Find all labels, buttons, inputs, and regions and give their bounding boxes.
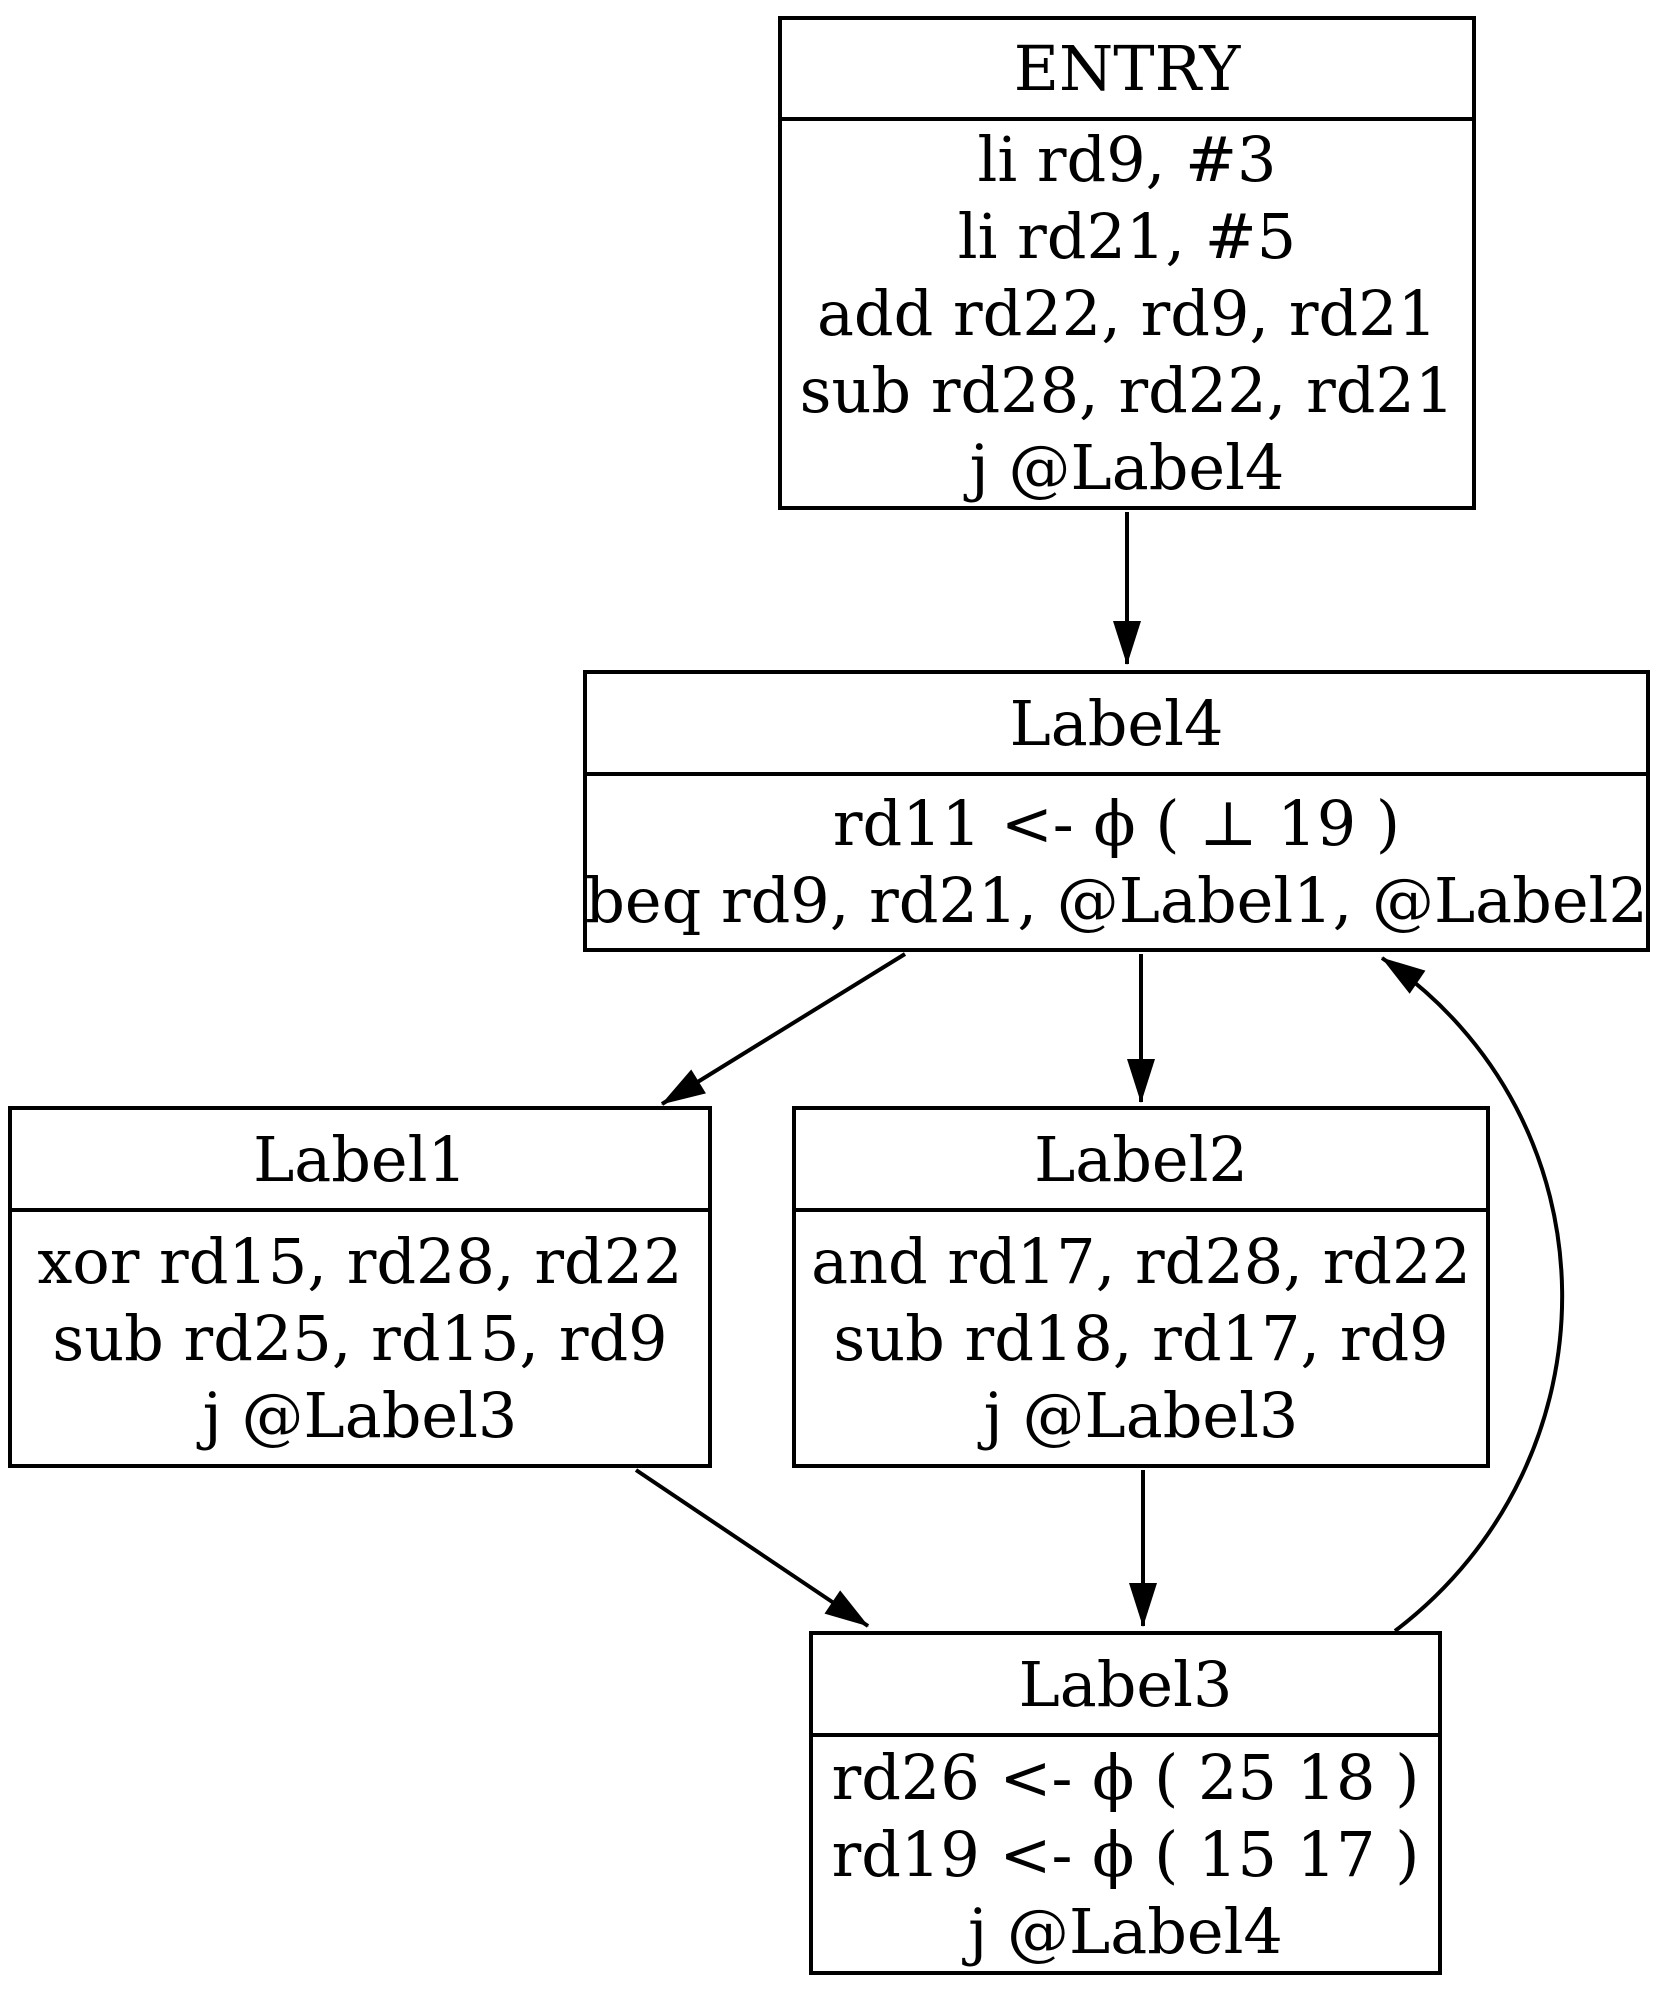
edge-label3-label4 <box>1380 956 1565 1633</box>
instruction-line: rd19 <- ϕ ( 15 17 ) <box>831 1817 1420 1891</box>
instruction-line: li rd9, #3 <box>977 123 1277 196</box>
node-label1-title: Label1 <box>12 1110 708 1212</box>
instruction-line: sub rd18, rd17, rd9 <box>833 1301 1449 1375</box>
node-label3: Label3 rd26 <- ϕ ( 25 18 )rd19 <- ϕ ( 15… <box>809 1631 1442 1975</box>
instruction-line: xor rd15, rd28, rd22 <box>37 1224 683 1298</box>
instruction-line: li rd21, #5 <box>957 200 1297 273</box>
node-label3-body: rd26 <- ϕ ( 25 18 )rd19 <- ϕ ( 15 17 )j … <box>813 1737 1438 1971</box>
node-label4-title: Label4 <box>587 674 1646 776</box>
node-label4: Label4 rd11 <- ϕ ( ⊥ 19 )beq rd9, rd21, … <box>583 670 1650 952</box>
edge-label4-label1 <box>660 952 907 1106</box>
node-entry-title: ENTRY <box>782 20 1472 121</box>
edge-label1-label3 <box>634 1468 870 1628</box>
instruction-line: sub rd28, rd22, rd21 <box>799 354 1455 427</box>
node-label3-title: Label3 <box>813 1635 1438 1737</box>
instruction-line: add rd22, rd9, rd21 <box>816 277 1438 350</box>
node-label4-body: rd11 <- ϕ ( ⊥ 19 )beq rd9, rd21, @Label1… <box>585 776 1648 948</box>
instruction-line: sub rd25, rd15, rd9 <box>52 1301 668 1375</box>
instruction-line: and rd17, rd28, rd22 <box>811 1224 1471 1298</box>
node-label2-title: Label2 <box>796 1110 1486 1212</box>
instruction-line: j @Label4 <box>968 1894 1283 1968</box>
instruction-line: j @Label3 <box>202 1378 518 1452</box>
instruction-line: rd11 <- ϕ ( ⊥ 19 ) <box>832 787 1401 860</box>
instruction-line: rd26 <- ϕ ( 25 18 ) <box>831 1740 1420 1814</box>
instruction-line: j @Label3 <box>983 1378 1299 1452</box>
instruction-line: j @Label4 <box>969 431 1285 504</box>
instruction-line: beq rd9, rd21, @Label1, @Label2 <box>585 864 1648 937</box>
